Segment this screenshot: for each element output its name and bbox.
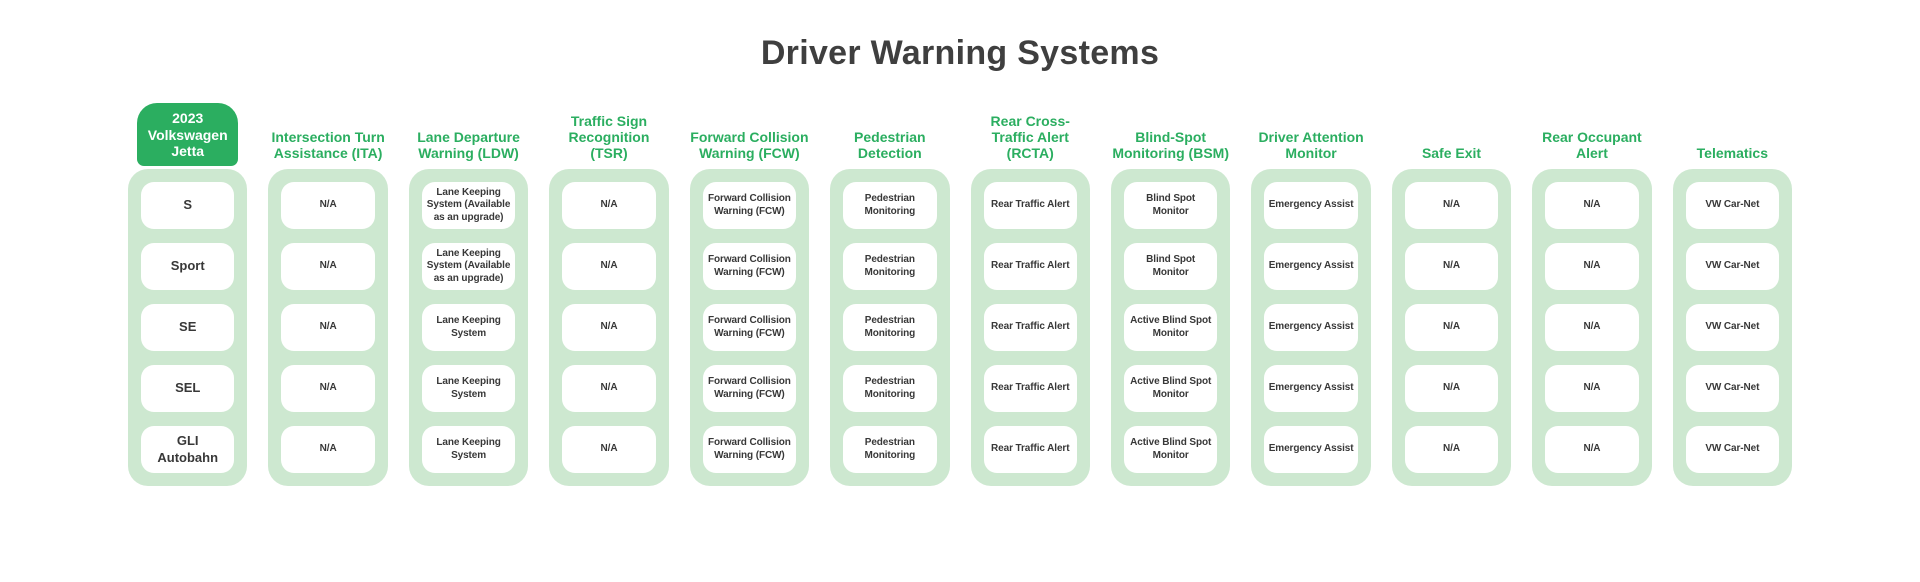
- feature-cell: VW Car-Net: [1685, 182, 1780, 229]
- vehicle-column-body: S Sport SE SEL GLI Autobahn: [128, 169, 248, 486]
- feature-column-tsr: Traffic Sign Recognition (TSR) N/A N/A N…: [549, 95, 669, 486]
- feature-cell: N/A: [1545, 426, 1639, 473]
- feature-cell: Active Blind Spot Monitor: [1123, 426, 1218, 473]
- feature-column-pedestrian-detection: Pedestrian Detection Pedestrian Monitori…: [830, 95, 950, 486]
- column-header: Rear Occupant Alert: [1542, 129, 1642, 162]
- column-header: Forward Collision Warning (FCW): [690, 129, 809, 162]
- feature-column-driver-attention-monitor: Driver Attention Monitor Emergency Assis…: [1251, 95, 1371, 486]
- column-body: Forward Collision Warning (FCW) Forward …: [689, 169, 810, 486]
- feature-cell: Rear Traffic Alert: [983, 243, 1077, 290]
- column-header: Rear Cross-Traffic Alert (RCTA): [990, 113, 1070, 162]
- column-header: Pedestrian Detection: [854, 129, 926, 162]
- vehicle-column: 2023 Volkswagen Jetta S Sport SE SEL GLI…: [128, 95, 248, 486]
- feature-cell: N/A: [1404, 426, 1499, 473]
- feature-cell: N/A: [1404, 182, 1499, 229]
- feature-cell: Emergency Assist: [1264, 182, 1358, 229]
- trim-cell: S: [141, 182, 235, 229]
- feature-cell: Blind Spot Monitor: [1123, 182, 1218, 229]
- comparison-table: 2023 Volkswagen Jetta S Sport SE SEL GLI…: [128, 95, 1793, 486]
- feature-cell: Lane Keeping System: [421, 426, 516, 473]
- column-header: Telematics: [1696, 145, 1769, 162]
- feature-cell: N/A: [281, 426, 375, 473]
- feature-cell: Pedestrian Monitoring: [843, 243, 937, 290]
- column-header: Driver Attention Monitor: [1258, 129, 1364, 162]
- feature-cell: Emergency Assist: [1264, 304, 1358, 351]
- column-body: VW Car-Net VW Car-Net VW Car-Net VW Car-…: [1672, 169, 1793, 486]
- feature-column-bsm: Blind-Spot Monitoring (BSM) Blind Spot M…: [1110, 95, 1231, 486]
- feature-cell: Rear Traffic Alert: [983, 304, 1077, 351]
- feature-cell: Active Blind Spot Monitor: [1123, 365, 1218, 412]
- feature-column-fcw: Forward Collision Warning (FCW) Forward …: [689, 95, 810, 486]
- feature-cell: Rear Traffic Alert: [983, 426, 1077, 473]
- feature-cell: Rear Traffic Alert: [983, 182, 1077, 229]
- feature-cell: N/A: [1545, 365, 1639, 412]
- column-header: Lane Departure Warning (LDW): [417, 129, 520, 162]
- feature-cell: N/A: [281, 304, 375, 351]
- feature-cell: Blind Spot Monitor: [1123, 243, 1218, 290]
- feature-cell: Emergency Assist: [1264, 365, 1358, 412]
- feature-column-ldw: Lane Departure Warning (LDW) Lane Keepin…: [408, 95, 529, 486]
- column-header: Blind-Spot Monitoring (BSM): [1112, 129, 1229, 162]
- feature-cell: VW Car-Net: [1685, 243, 1780, 290]
- feature-cell: N/A: [562, 182, 656, 229]
- feature-cell: Forward Collision Warning (FCW): [702, 304, 797, 351]
- feature-cell: VW Car-Net: [1685, 365, 1780, 412]
- feature-cell: VW Car-Net: [1685, 304, 1780, 351]
- feature-cell: N/A: [1545, 182, 1639, 229]
- vehicle-header-zone: 2023 Volkswagen Jetta: [128, 95, 247, 169]
- feature-cell: Forward Collision Warning (FCW): [702, 365, 797, 412]
- column-header: Intersection Turn Assistance (ITA): [271, 129, 385, 162]
- feature-cell: Pedestrian Monitoring: [843, 426, 937, 473]
- trim-cell: GLI Autobahn: [141, 426, 235, 473]
- feature-column-ita: Intersection Turn Assistance (ITA) N/A N…: [268, 95, 388, 486]
- column-body: N/A N/A N/A N/A N/A: [1532, 169, 1652, 486]
- feature-cell: VW Car-Net: [1685, 426, 1780, 473]
- feature-cell: N/A: [1404, 365, 1499, 412]
- feature-cell: Forward Collision Warning (FCW): [702, 426, 797, 473]
- column-body: N/A N/A N/A N/A N/A: [1391, 169, 1512, 486]
- feature-cell: N/A: [562, 426, 656, 473]
- feature-cell: N/A: [1545, 243, 1639, 290]
- column-body: Pedestrian Monitoring Pedestrian Monitor…: [830, 169, 950, 486]
- feature-column-telematics: Telematics VW Car-Net VW Car-Net VW Car-…: [1672, 95, 1793, 486]
- feature-cell: N/A: [281, 182, 375, 229]
- feature-cell: Forward Collision Warning (FCW): [702, 243, 797, 290]
- feature-cell: N/A: [562, 243, 656, 290]
- column-body: N/A N/A N/A N/A N/A: [549, 169, 669, 486]
- feature-cell: Lane Keeping System (Available as an upg…: [421, 182, 516, 229]
- feature-cell: N/A: [562, 365, 656, 412]
- feature-cell: N/A: [281, 243, 375, 290]
- feature-cell: Rear Traffic Alert: [983, 365, 1077, 412]
- column-body: Rear Traffic Alert Rear Traffic Alert Re…: [970, 169, 1090, 486]
- feature-cell: Active Blind Spot Monitor: [1123, 304, 1218, 351]
- feature-column-safe-exit: Safe Exit N/A N/A N/A N/A N/A: [1391, 95, 1512, 486]
- column-header: Traffic Sign Recognition (TSR): [568, 113, 650, 162]
- column-body: Emergency Assist Emergency Assist Emerge…: [1251, 169, 1371, 486]
- feature-cell: Emergency Assist: [1264, 426, 1358, 473]
- feature-cell: N/A: [1404, 304, 1499, 351]
- feature-cell: N/A: [281, 365, 375, 412]
- feature-cell: Emergency Assist: [1264, 243, 1358, 290]
- column-body: Blind Spot Monitor Blind Spot Monitor Ac…: [1110, 169, 1231, 486]
- feature-cell: N/A: [1545, 304, 1639, 351]
- feature-cell: Pedestrian Monitoring: [843, 365, 937, 412]
- feature-cell: N/A: [562, 304, 656, 351]
- feature-cell: Pedestrian Monitoring: [843, 304, 937, 351]
- page-title: Driver Warning Systems: [760, 34, 1160, 72]
- column-header: Safe Exit: [1421, 145, 1482, 162]
- trim-cell: SE: [141, 304, 235, 351]
- feature-cell: Forward Collision Warning (FCW): [702, 182, 797, 229]
- feature-cell: N/A: [1404, 243, 1499, 290]
- feature-cell: Lane Keeping System (Available as an upg…: [421, 243, 516, 290]
- column-body: Lane Keeping System (Available as an upg…: [408, 169, 529, 486]
- trim-cell: Sport: [141, 243, 235, 290]
- feature-cell: Lane Keeping System: [421, 304, 516, 351]
- feature-column-rcta: Rear Cross-Traffic Alert (RCTA) Rear Tra…: [970, 95, 1090, 486]
- feature-column-rear-occupant-alert: Rear Occupant Alert N/A N/A N/A N/A N/A: [1532, 95, 1652, 486]
- trim-cell: SEL: [141, 365, 235, 412]
- vehicle-header: 2023 Volkswagen Jetta: [137, 103, 239, 166]
- feature-cell: Pedestrian Monitoring: [843, 182, 937, 229]
- column-body: N/A N/A N/A N/A N/A: [268, 169, 388, 486]
- feature-cell: Lane Keeping System: [421, 365, 516, 412]
